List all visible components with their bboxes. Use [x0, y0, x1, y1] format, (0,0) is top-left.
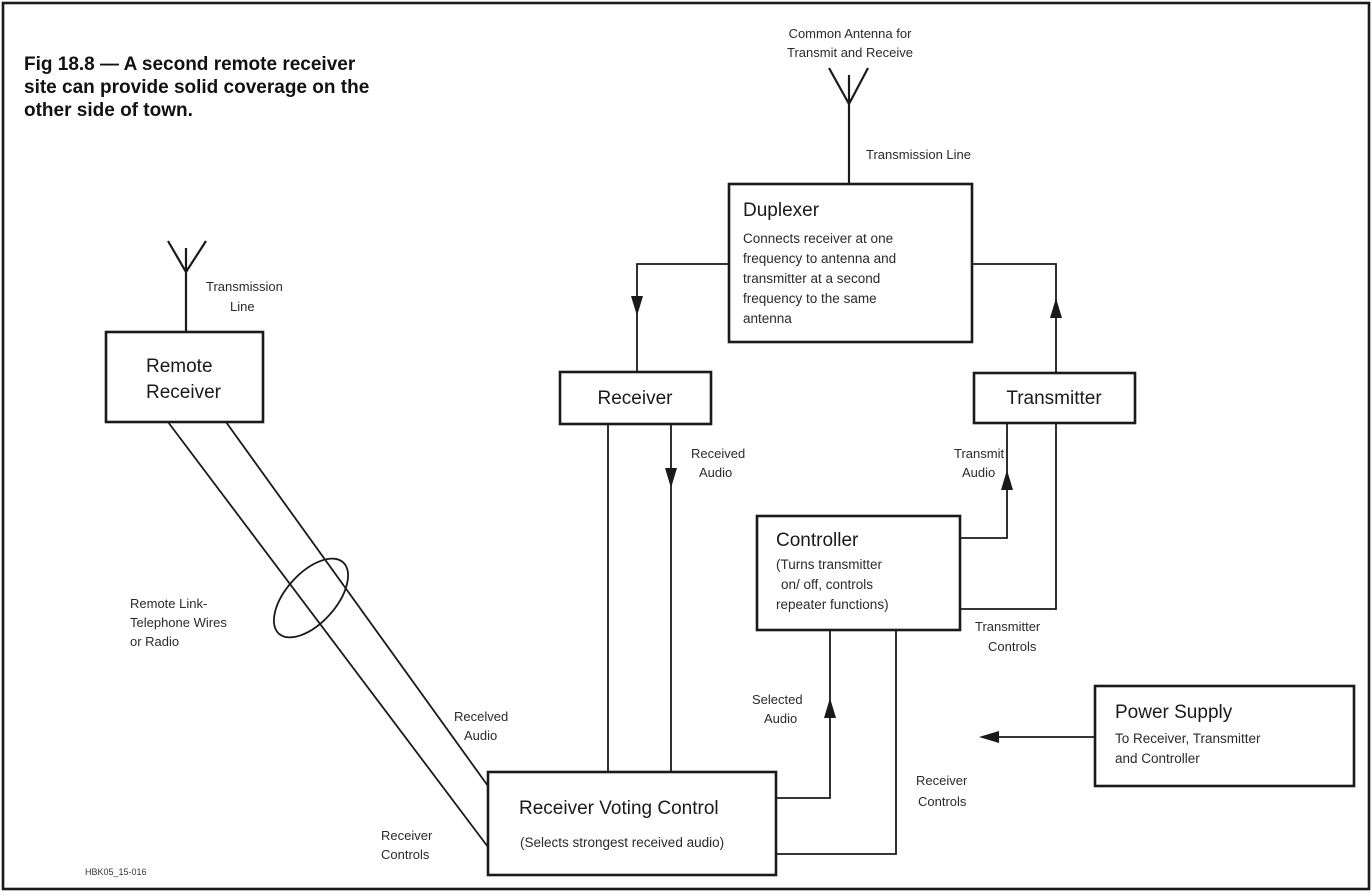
selected-audio-arrow	[824, 698, 836, 718]
common-antenna-label-1: Common Antenna for	[789, 26, 913, 41]
transmitter-title: Transmitter	[1006, 388, 1102, 409]
duplexer-desc-4: frequency to the same	[743, 291, 877, 306]
transmitter-controls-label-1: Transmitter	[975, 619, 1041, 634]
controller-desc-2: on/ off, controls	[781, 577, 873, 592]
receiver-title: Receiver	[598, 388, 674, 409]
common-antenna-label-2: Transmit and Receive	[787, 45, 913, 60]
received-audio-arrow	[665, 468, 677, 488]
transmit-audio-label-1: Transmit	[954, 446, 1004, 461]
receiver-controls-left-label-2: Controls	[381, 847, 430, 862]
remote-antenna-icon	[167, 240, 207, 332]
duplexer-to-receiver-line	[636, 263, 729, 372]
transmitter-box	[972, 371, 1137, 425]
receiver-controls-left-label-1: Receiver	[381, 828, 433, 843]
remote-link-bundle-ellipse	[272, 557, 350, 639]
remote-receiver-box	[104, 330, 265, 424]
remote-link-audio-line	[225, 421, 489, 787]
power-supply-arrow	[979, 731, 999, 743]
controller-desc-1: (Turns transmitter	[776, 557, 883, 572]
transmit-audio-arrow	[1001, 470, 1013, 490]
received-audio-left-label-1: Recelved	[454, 709, 508, 724]
power-supply-desc-1: To Receiver, Transmitter	[1115, 731, 1261, 746]
remote-link-label-3: or Radio	[130, 634, 179, 649]
transmitter-to-duplexer-line	[972, 263, 1057, 373]
remote-transmission-line-label-1: Transmission	[206, 279, 283, 294]
voting-control-desc: (Selects strongest received audio)	[520, 835, 724, 850]
receiver-box	[558, 370, 713, 426]
transmission-line-label: Transmission Line	[866, 147, 971, 162]
duplexer-to-receiver-arrow	[631, 296, 643, 316]
receiver-controls-right-label-1: Receiver	[916, 773, 968, 788]
caption-line-3: other side of town.	[24, 100, 193, 121]
power-supply-box	[1093, 684, 1356, 788]
figure-id: HBK05_15-016	[85, 867, 147, 877]
selected-audio-label-1: Selected	[752, 692, 803, 707]
power-supply-desc-2: and Controller	[1115, 751, 1200, 766]
controller-box	[755, 514, 962, 632]
duplexer-desc-1: Connects receiver at one	[743, 231, 893, 246]
remote-receiver-title-1: Remote	[146, 356, 213, 377]
voting-control-title: Receiver Voting Control	[519, 798, 719, 819]
voting-control-box	[486, 770, 778, 877]
received-audio-mid-label-2: Audio	[699, 465, 732, 480]
figure-caption: Fig 18.8 — A second remote receiver site…	[24, 54, 369, 121]
transmitter-to-duplexer-arrow	[1050, 298, 1062, 318]
selected-audio-label-2: Audio	[764, 711, 797, 726]
remote-transmission-line-label-2: Line	[230, 299, 255, 314]
transmitter-controls-label-2: Controls	[988, 639, 1037, 654]
duplexer-title: Duplexer	[743, 200, 820, 221]
receiver-controls-right-line	[776, 630, 897, 855]
remote-link-controls-line	[167, 421, 489, 848]
remote-link-label-1: Remote Link-	[130, 596, 207, 611]
selected-audio-line	[776, 630, 831, 799]
transmitter-controls-line	[960, 423, 1057, 610]
duplexer-box	[727, 182, 974, 344]
caption-line-2: site can provide solid coverage on the	[24, 77, 369, 98]
receiver-controls-right-label-2: Controls	[918, 794, 967, 809]
common-antenna-icon	[828, 67, 869, 184]
duplexer-desc-5: antenna	[743, 311, 792, 326]
controller-title: Controller	[776, 530, 859, 551]
transmit-audio-line	[960, 423, 1008, 539]
duplexer-desc-2: frequency to antenna and	[743, 251, 896, 266]
remote-link-label-2: Telephone Wires	[130, 615, 227, 630]
received-audio-left-label-2: Audio	[464, 728, 497, 743]
controller-desc-3: repeater functions)	[776, 597, 889, 612]
remote-receiver-title-2: Receiver	[146, 382, 222, 403]
duplexer-desc-3: transmitter at a second	[743, 271, 880, 286]
caption-line-1: Fig 18.8 — A second remote receiver	[24, 54, 356, 75]
transmit-audio-label-2: Audio	[962, 465, 995, 480]
power-supply-title: Power Supply	[1115, 702, 1233, 723]
received-audio-mid-label-1: Received	[691, 446, 745, 461]
